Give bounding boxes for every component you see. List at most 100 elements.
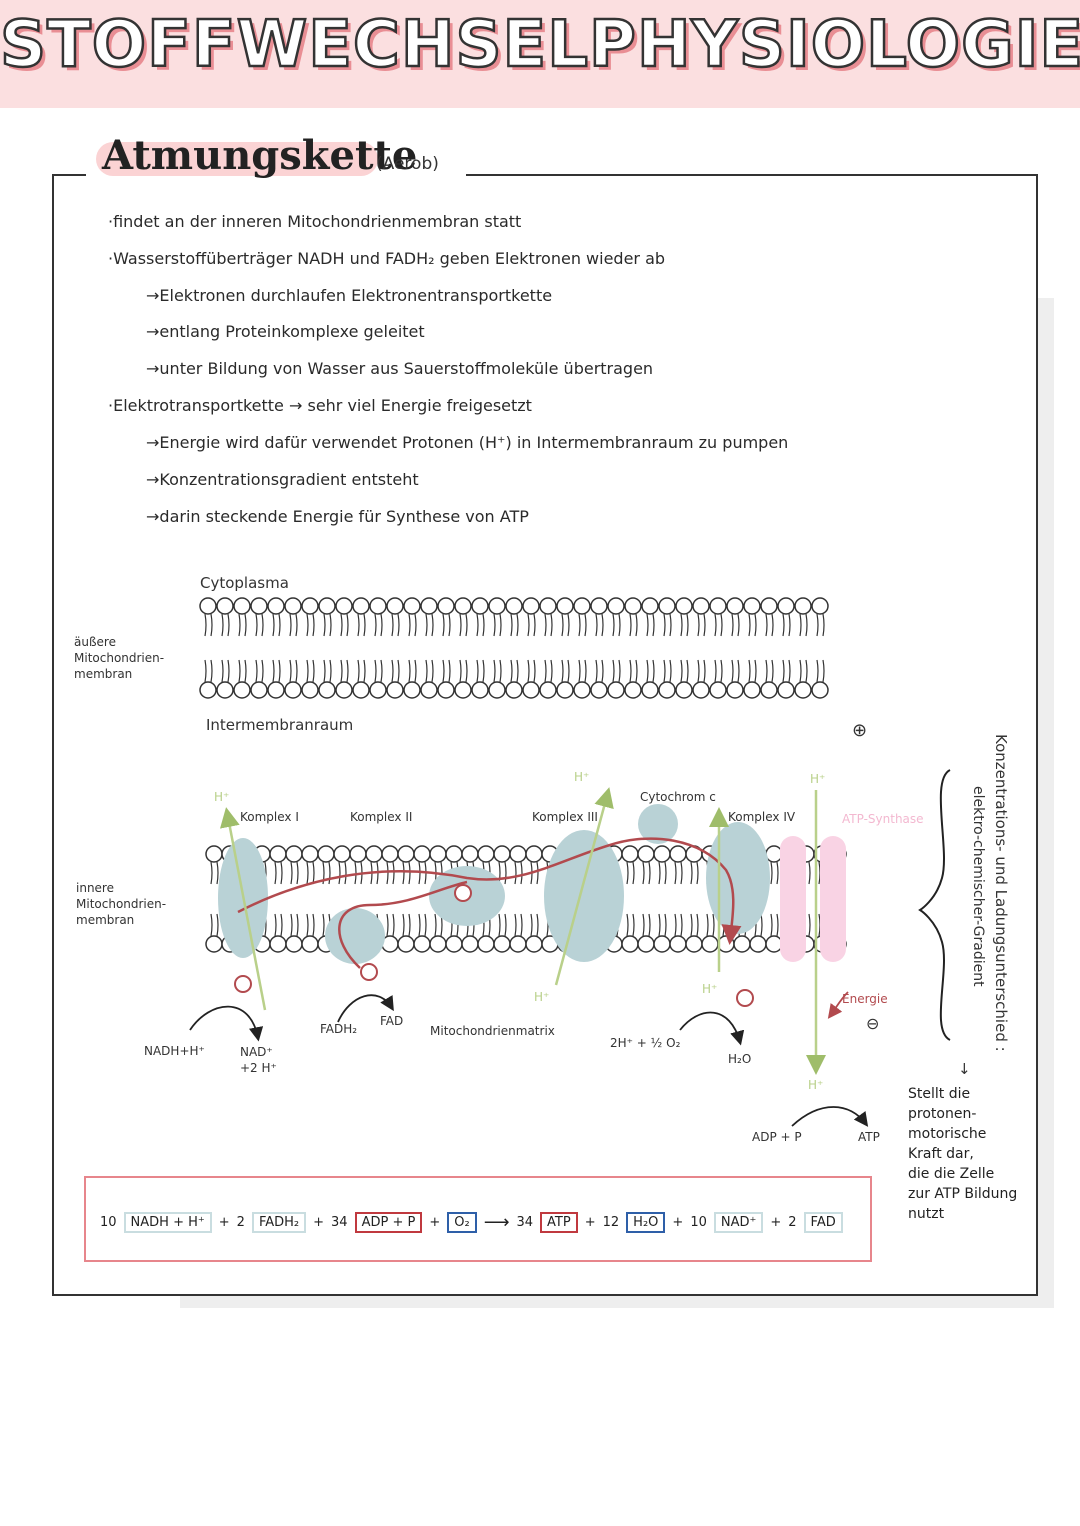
complex-iv-label: Komplex IV bbox=[728, 810, 796, 824]
fadh-arrow bbox=[337, 994, 394, 1023]
phospholipid-tail bbox=[618, 613, 621, 637]
phospholipid-tail bbox=[595, 613, 598, 637]
content-card bbox=[52, 174, 1038, 1296]
phospholipid-tail bbox=[363, 613, 366, 637]
phospholipid-head bbox=[765, 935, 783, 953]
phospholipid-tail bbox=[459, 659, 462, 683]
phospholipid-tail bbox=[380, 613, 383, 637]
phospholipid-tail bbox=[712, 913, 715, 937]
phospholipid-head bbox=[658, 681, 676, 699]
phospholipid-tail bbox=[646, 613, 649, 637]
phospholipid-tail bbox=[737, 659, 740, 683]
phospholipid-tail bbox=[296, 861, 299, 885]
section-subheading: (Aerob) bbox=[376, 154, 439, 174]
phospholipid-head bbox=[509, 935, 527, 953]
phospholipid-tail bbox=[306, 861, 309, 885]
phospholipid-tail bbox=[788, 659, 791, 683]
phospholipid-head bbox=[658, 597, 676, 615]
electron-marker bbox=[454, 884, 472, 902]
phospholipid-head bbox=[284, 597, 302, 615]
complex-iii-protein bbox=[544, 830, 624, 962]
phospholipid-head bbox=[471, 681, 489, 699]
phospholipid-head bbox=[675, 597, 693, 615]
phospholipid-tail bbox=[216, 913, 219, 937]
phospholipid-tail bbox=[748, 613, 751, 637]
fadh2-label: FADH₂ bbox=[320, 1022, 358, 1036]
phospholipid-tail bbox=[344, 861, 347, 885]
complex-i-label: Komplex I bbox=[240, 810, 299, 824]
phospholipid-tail bbox=[808, 913, 811, 937]
phospholipid-tail bbox=[771, 659, 774, 683]
phospholipid-head bbox=[811, 681, 829, 699]
phospholipid-tail bbox=[754, 613, 757, 637]
phospholipid-head bbox=[709, 681, 727, 699]
phospholipid-head bbox=[726, 597, 744, 615]
phospholipid-head bbox=[794, 597, 812, 615]
proton-label-synthase-bottom: H⁺ bbox=[808, 1078, 824, 1092]
phospholipid-head bbox=[685, 935, 703, 953]
phospholipid-head bbox=[461, 845, 479, 863]
phospholipid-head bbox=[777, 597, 795, 615]
phospholipid-tail bbox=[402, 861, 405, 885]
phospholipid-tail bbox=[493, 659, 496, 683]
phospholipid-tail bbox=[642, 913, 645, 937]
phospholipid-tail bbox=[290, 913, 293, 937]
eq-fadh2: FADH₂ bbox=[251, 1212, 307, 1233]
phospholipid-tail bbox=[397, 613, 400, 637]
phospholipid-tail bbox=[765, 659, 768, 683]
nad-label: NAD⁺ +2 H⁺ bbox=[240, 1045, 277, 1075]
atp-synthase-left bbox=[780, 836, 806, 962]
phospholipid-tail bbox=[380, 659, 383, 683]
phospholipid-tail bbox=[770, 861, 773, 885]
phospholipid-head bbox=[621, 845, 639, 863]
phospholipid-head bbox=[285, 935, 303, 953]
phospholipid-tail bbox=[414, 613, 417, 637]
phospholipid-head bbox=[267, 597, 285, 615]
outer-membrane-label: äußere Mitochondrien- membran bbox=[74, 635, 165, 681]
phospholipid-head bbox=[717, 935, 735, 953]
phospholipid-tail bbox=[690, 861, 693, 885]
phospholipid-tail bbox=[686, 613, 689, 637]
fad-label: FAD bbox=[380, 1014, 404, 1028]
phospholipid-head bbox=[413, 845, 431, 863]
eq-n6: 12 bbox=[602, 1215, 620, 1230]
phospholipid-head bbox=[454, 681, 472, 699]
phospholipid-head bbox=[556, 681, 574, 699]
phospholipid-tail bbox=[720, 659, 723, 683]
phospholipid-tail bbox=[306, 613, 309, 637]
phospholipid-tail bbox=[765, 613, 768, 637]
phospholipid-head bbox=[701, 935, 719, 953]
phospholipid-tail bbox=[567, 659, 570, 683]
phospholipid-tail bbox=[818, 913, 821, 937]
phospholipid-tail bbox=[414, 659, 417, 683]
phospholipid-tail bbox=[618, 659, 621, 683]
phospholipid-head bbox=[573, 681, 591, 699]
heading-highlight bbox=[96, 142, 378, 176]
phospholipid-tail bbox=[280, 861, 283, 885]
eq-n2: 2 bbox=[236, 1215, 245, 1230]
phospholipid-head bbox=[250, 597, 268, 615]
proton-label-synthase: H⁺ bbox=[810, 772, 826, 786]
phospholipid-tail bbox=[648, 861, 651, 885]
phospholipid-head bbox=[199, 597, 217, 615]
proton-arrow-1 bbox=[220, 807, 267, 1011]
phospholipid-tail bbox=[482, 659, 485, 683]
atp-arrow bbox=[791, 1106, 869, 1127]
phospholipid-tail bbox=[434, 913, 437, 937]
phospholipid-head bbox=[397, 935, 415, 953]
phospholipid-tail bbox=[697, 659, 700, 683]
phospholipid-tail bbox=[601, 659, 604, 683]
phospholipid-tail bbox=[402, 913, 405, 937]
phospholipid-head bbox=[669, 845, 687, 863]
complex-ii-protein bbox=[325, 908, 385, 964]
phospholipid-head bbox=[811, 597, 829, 615]
phospholipid-tail bbox=[340, 659, 343, 683]
eq-n7: 10 bbox=[690, 1215, 707, 1230]
phospholipid-tail bbox=[680, 861, 683, 885]
phospholipid-head bbox=[352, 597, 370, 615]
phospholipid-head bbox=[522, 597, 540, 615]
phospholipid-head bbox=[607, 681, 625, 699]
phospholipid-tail bbox=[295, 613, 298, 637]
phospholipid-head bbox=[335, 597, 353, 615]
phospholipid-tail bbox=[696, 861, 699, 885]
